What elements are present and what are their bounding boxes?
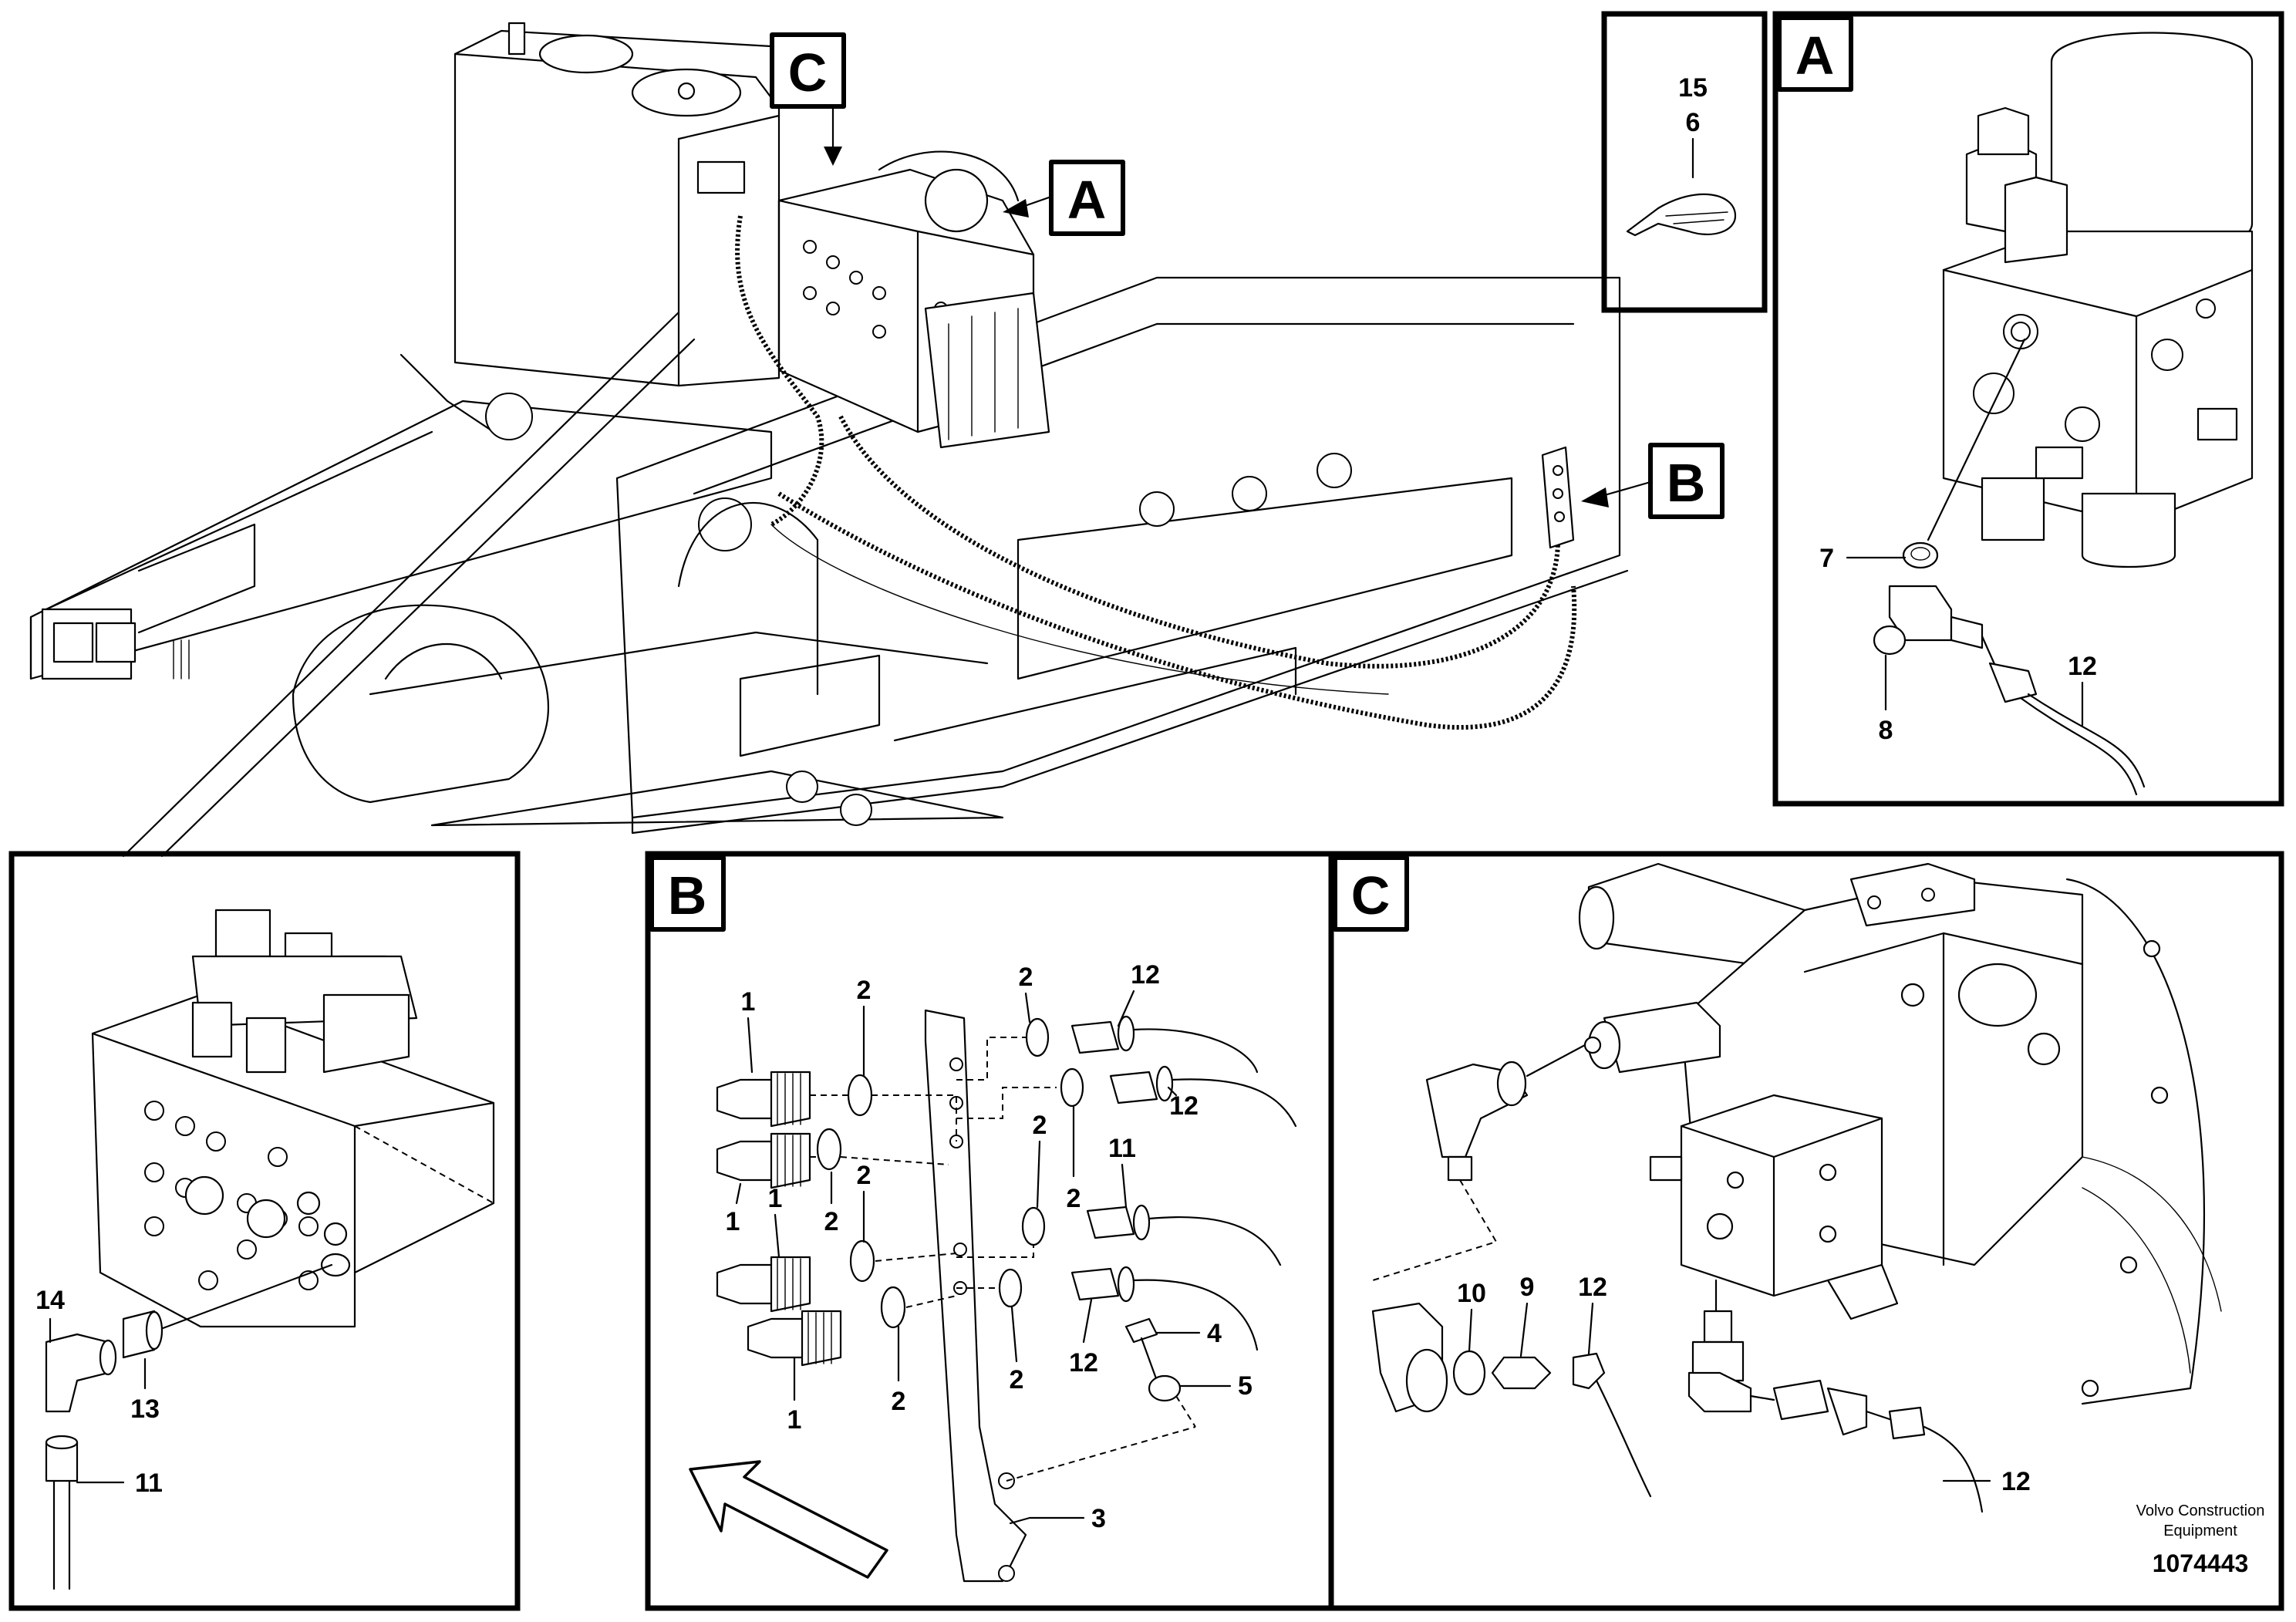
- detail-cable-tie: 15 6: [1601, 11, 1768, 313]
- detail-c-view: C: [1328, 851, 2284, 1611]
- label-a-detail-text: A: [1795, 25, 1835, 86]
- callout-10-c: 10: [1457, 1279, 1486, 1308]
- callout-4-b: 4: [1207, 1319, 1222, 1348]
- detail-b-view: B: [645, 851, 1334, 1611]
- callout-2-b2: 2: [1019, 963, 1033, 992]
- callout-1-b1: 1: [741, 987, 756, 1017]
- callout-1-b4: 1: [787, 1405, 802, 1435]
- callout-2-b4: 2: [857, 1161, 872, 1190]
- callout-2-b5: 2: [1033, 1111, 1047, 1140]
- callout-9-c: 9: [1520, 1273, 1535, 1302]
- callout-2-b1: 2: [857, 976, 872, 1005]
- label-b-main-text: B: [1667, 453, 1706, 513]
- label-c-detail-text: C: [1351, 865, 1391, 926]
- main-assembly-view: [29, 22, 1629, 858]
- callout-12-b3: 12: [1069, 1348, 1098, 1378]
- callout-2-b3: 2: [824, 1207, 839, 1236]
- sensor-row-4: [747, 1286, 906, 1367]
- callout-12-a: 12: [2068, 652, 2097, 681]
- callout-3-b: 3: [1091, 1504, 1106, 1533]
- callout-8-a: 8: [1879, 716, 1893, 745]
- callout-12-c2: 12: [2001, 1467, 2031, 1496]
- callout-1-b2: 1: [726, 1207, 740, 1236]
- callout-11-b: 11: [1108, 1134, 1136, 1163]
- callout-13-bl: 13: [130, 1394, 160, 1424]
- sensor-row-3: [716, 1239, 875, 1313]
- label-c-main-text: C: [788, 42, 828, 103]
- label-b-detail-text: B: [668, 865, 707, 926]
- callout-14-bl: 14: [35, 1286, 65, 1315]
- sensor-row-1: [716, 1071, 873, 1128]
- callout-1-b3: 1: [768, 1184, 783, 1213]
- callout-15: 15: [1678, 73, 1708, 103]
- label-a-main-text: A: [1067, 170, 1107, 230]
- callout-label-b-main: B: [1581, 443, 1725, 519]
- callout-12-c1: 12: [1578, 1273, 1607, 1302]
- callout-2-b6: 2: [1067, 1184, 1081, 1213]
- sensor-row-2: [716, 1128, 842, 1189]
- callout-12-b2: 12: [1169, 1091, 1199, 1121]
- callout-11-bl: 11: [135, 1469, 163, 1498]
- footer-block: Volvo Construction Equipment 1074443: [2136, 1502, 2265, 1577]
- callout-5-b: 5: [1238, 1371, 1253, 1401]
- callout-label-a-main: A: [1003, 160, 1125, 236]
- callout-2-b8: 2: [1010, 1365, 1024, 1394]
- brand-line-2: Equipment: [2163, 1523, 2237, 1539]
- callout-6: 6: [1686, 108, 1701, 137]
- callout-12-b1: 12: [1131, 960, 1160, 990]
- drawing-number: 1074443: [2153, 1549, 2249, 1577]
- callout-label-c-main: C: [770, 32, 846, 166]
- callout-2-b7: 2: [892, 1387, 906, 1416]
- detail-a-view: A: [1772, 11, 2284, 807]
- brand-line-1: Volvo Construction: [2136, 1502, 2265, 1519]
- detail-valve-block-view: 14 13 11: [8, 851, 521, 1611]
- callout-7-a: 7: [1819, 544, 1834, 573]
